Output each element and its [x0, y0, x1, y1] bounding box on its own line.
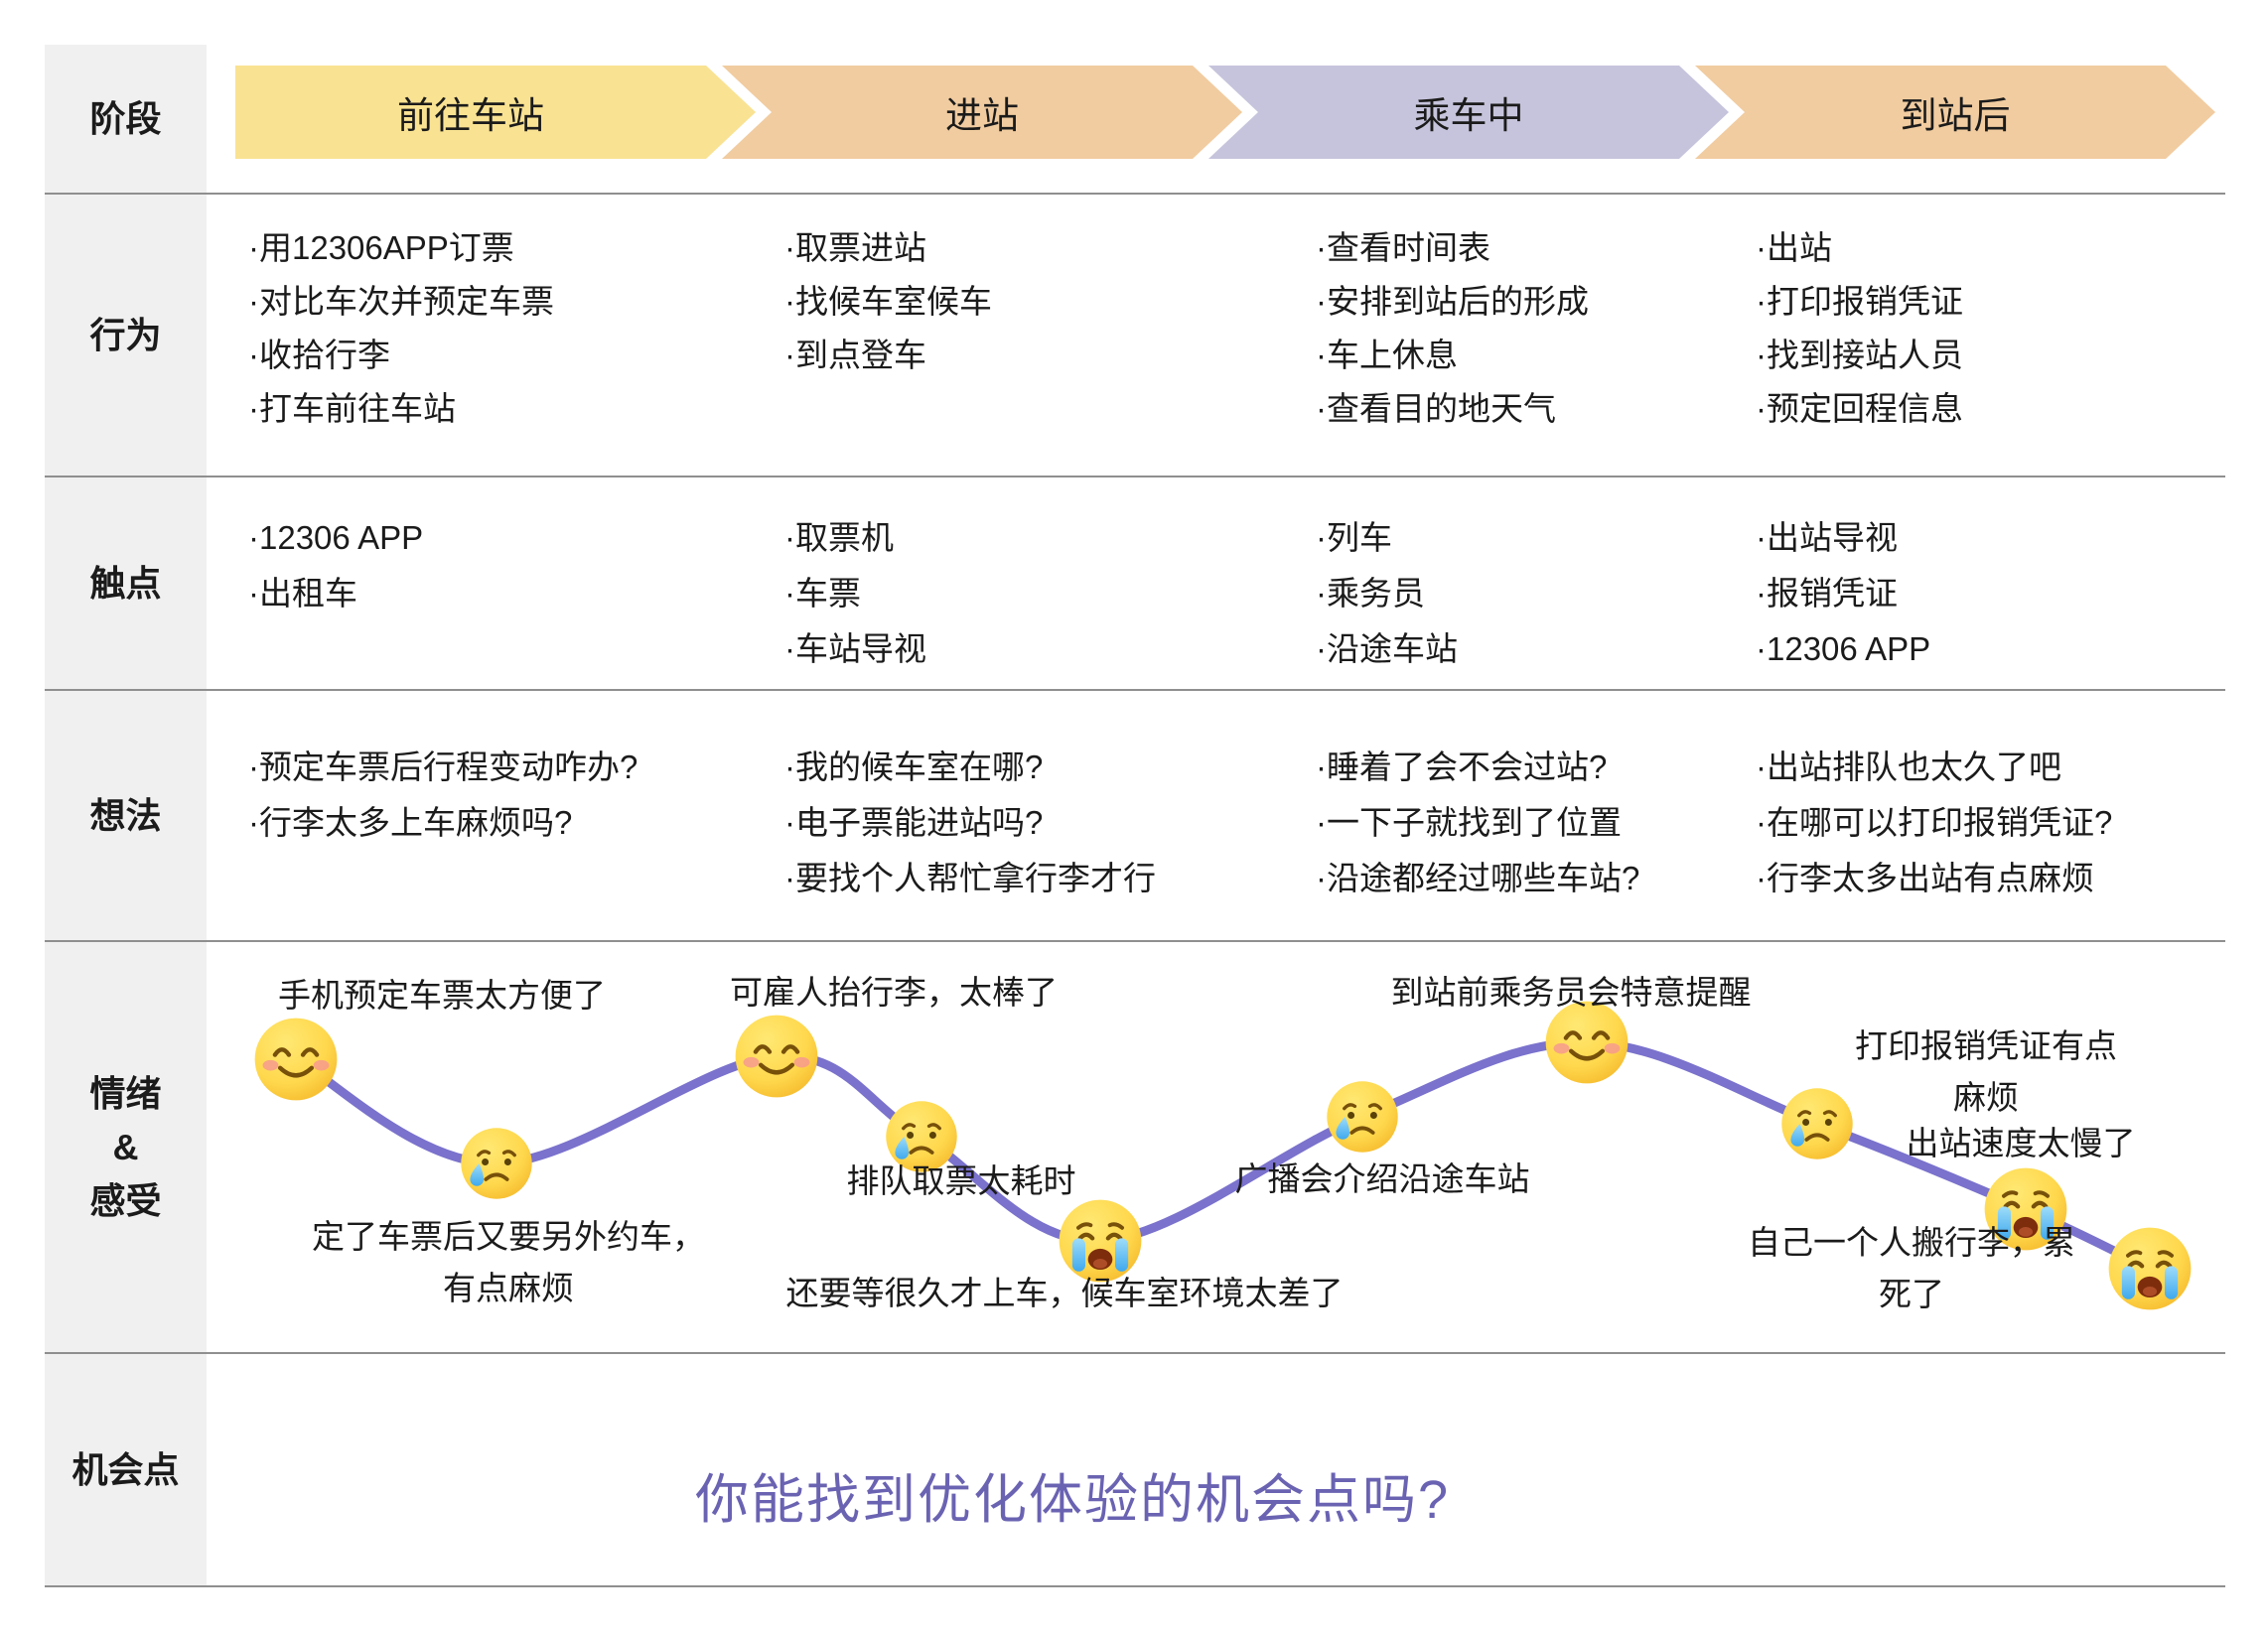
emotion-caption: 广播会介绍沿途车站: [1234, 1160, 1530, 1197]
touchpoint-item: ·出租车: [248, 575, 357, 612]
thoughts-cell: ·预定车票后行程变动咋办? ·行李太多上车麻烦吗?: [248, 740, 757, 851]
row-divider: [45, 940, 2225, 942]
thoughts-item: ·一下子就找到了位置: [1316, 804, 1622, 841]
behavior-item: ·对比车次并预定车票: [248, 283, 554, 320]
thoughts-item: ·行李太多上车麻烦吗?: [248, 804, 573, 841]
sad-face-icon: [1779, 1086, 1855, 1161]
touchpoint-cell: ·出站导视 ·报销凭证 ·12306 APP: [1756, 510, 2264, 677]
thoughts-cell: ·我的候车室在哪? ·电子票能进站吗? ·要找个人帮忙拿行李才行: [784, 740, 1293, 906]
behavior-item: ·取票进站: [784, 229, 926, 266]
touchpoint-item: ·出站导视: [1756, 519, 1898, 556]
emotion-caption: 排队取票太耗时: [846, 1162, 1076, 1199]
thoughts-item: ·出站排队也太久了吧: [1756, 749, 2061, 785]
touchpoint-cell: ·12306 APP ·出租车: [248, 510, 757, 621]
sad-face-icon: [1325, 1079, 1400, 1155]
emotion-caption: 定了车票后又要另外约车， 有点麻烦: [312, 1218, 705, 1306]
row-divider: [45, 1585, 2225, 1587]
happy-face-icon: [733, 1013, 820, 1100]
touchpoint-item: ·12306 APP: [1756, 630, 1931, 667]
behavior-cell: ·查看时间表 ·安排到站后的形成 ·车上休息 ·查看目的地天气: [1316, 221, 1824, 436]
row-label-behavior: 行为: [45, 194, 207, 477]
touchpoint-cell: ·取票机 ·车票 ·车站导视: [784, 510, 1293, 677]
touchpoint-item: ·12306 APP: [248, 519, 424, 556]
thoughts-item: ·在哪可以打印报销凭证?: [1756, 804, 2113, 841]
behavior-cell: ·取票进站 ·找候车室候车 ·到点登车: [784, 221, 1293, 382]
emotion-caption: 还要等很久才上车，候车室环境太差了: [785, 1275, 1344, 1311]
behavior-item: ·出站: [1756, 229, 1832, 266]
touchpoint-item: ·列车: [1316, 519, 1392, 556]
touchpoint-item: ·报销凭证: [1756, 575, 1898, 612]
behavior-item: ·车上休息: [1316, 337, 1458, 373]
thoughts-cell: ·出站排队也太久了吧 ·在哪可以打印报销凭证? ·行李太多出站有点麻烦: [1756, 740, 2264, 906]
stage-label: 进站: [945, 95, 1019, 136]
happy-face-icon: [252, 1016, 340, 1103]
thoughts-cell: ·睡着了会不会过站? ·一下子就找到了位置 ·沿途都经过哪些车站?: [1316, 740, 1824, 906]
emotion-caption: 出站速度太慢了: [1906, 1125, 2136, 1161]
behavior-item: ·找到接站人员: [1756, 337, 1963, 373]
row-label-thoughts: 想法: [45, 690, 207, 941]
row-divider: [45, 1352, 2225, 1354]
thoughts-item: ·预定车票后行程变动咋办?: [248, 749, 638, 785]
behavior-item: ·打车前往车站: [248, 390, 456, 427]
behavior-item: ·收拾行李: [248, 337, 390, 373]
emotion-caption: 打印报销凭证有点麻烦: [1855, 1027, 2117, 1116]
behavior-item: ·到点登车: [784, 337, 926, 373]
thoughts-item: ·电子票能进站吗?: [784, 804, 1044, 841]
row-label-stage: 阶段: [45, 45, 207, 194]
touchpoint-item: ·取票机: [784, 519, 894, 556]
emotion-caption: 手机预定车票太方便了: [278, 977, 606, 1014]
stage-label: 到站后: [1900, 95, 2011, 136]
row-label-touchpoint: 触点: [45, 477, 207, 690]
touchpoint-item: ·乘务员: [1316, 575, 1425, 612]
thoughts-item: ·行李太多出站有点麻烦: [1756, 860, 2094, 896]
thoughts-item: ·要找个人帮忙拿行李才行: [784, 860, 1156, 896]
behavior-item: ·查看时间表: [1316, 229, 1490, 266]
behavior-item: ·预定回程信息: [1756, 390, 1963, 427]
sad-face-icon: [459, 1126, 534, 1201]
emotion-caption: 到站前乘务员会特意提醒: [1390, 974, 1752, 1011]
row-divider: [45, 689, 2225, 691]
thoughts-item: ·我的候车室在哪?: [784, 749, 1044, 785]
stage-label: 乘车中: [1413, 95, 1524, 136]
touchpoint-item: ·车票: [784, 575, 861, 612]
behavior-item: ·用12306APP订票: [248, 229, 514, 266]
touchpoint-cell: ·列车 ·乘务员 ·沿途车站: [1316, 510, 1824, 677]
thoughts-item: ·沿途都经过哪些车站?: [1316, 860, 1640, 896]
stage-label: 前往车站: [397, 95, 544, 136]
thoughts-item: ·睡着了会不会过站?: [1316, 749, 1608, 785]
behavior-item: ·找候车室候车: [784, 283, 992, 320]
behavior-item: ·打印报销凭证: [1756, 283, 1963, 320]
emotion-caption: 自己一个人搬行李，累死了: [1748, 1224, 2075, 1312]
opportunity-question: 你能找到优化体验的机会点吗?: [694, 1470, 1451, 1530]
row-label-opportunity: 机会点: [45, 1353, 207, 1587]
row-divider: [45, 193, 2225, 195]
behavior-item: ·安排到站后的形成: [1316, 283, 1589, 320]
touchpoint-item: ·车站导视: [784, 630, 926, 667]
row-label-emotion: 情绪 & 感受: [45, 941, 207, 1353]
emotion-caption: 可雇人抬行李，太棒了: [730, 974, 1058, 1011]
touchpoint-item: ·沿途车站: [1316, 630, 1458, 667]
behavior-item: ·查看目的地天气: [1316, 390, 1556, 427]
behavior-cell: ·出站 ·打印报销凭证 ·找到接站人员 ·预定回程信息: [1756, 221, 2264, 436]
row-divider: [45, 476, 2225, 477]
cry-face-icon: [2106, 1225, 2194, 1312]
behavior-cell: ·用12306APP订票 ·对比车次并预定车票 ·收拾行李 ·打车前往车站: [248, 221, 757, 436]
